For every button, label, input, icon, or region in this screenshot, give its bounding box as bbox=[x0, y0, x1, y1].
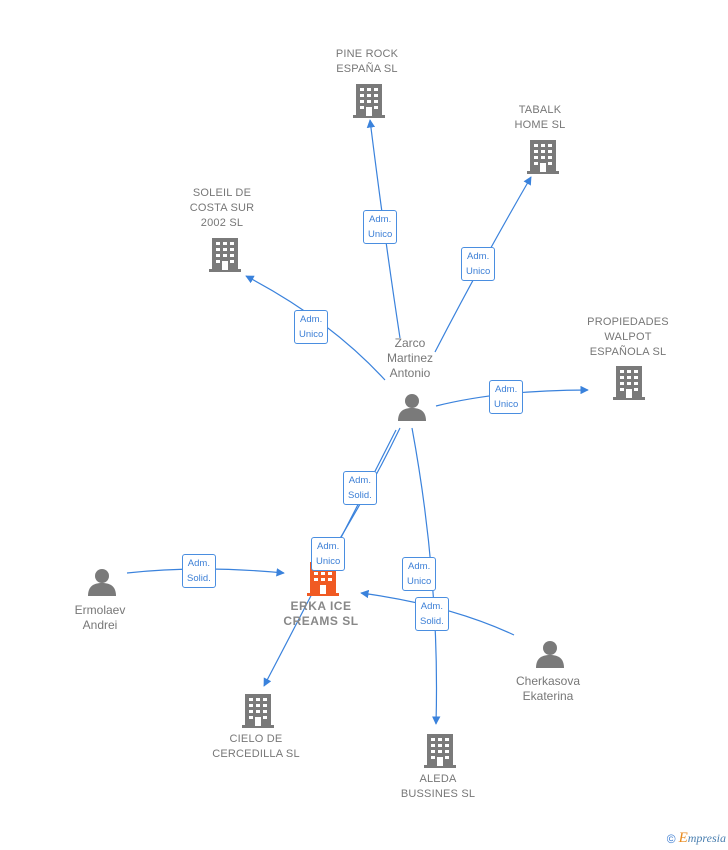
footer-brand[interactable]: © Empresia bbox=[667, 830, 726, 847]
person-icon[interactable] bbox=[88, 569, 116, 596]
copyright-icon: © bbox=[666, 831, 676, 846]
building-icon[interactable] bbox=[613, 366, 645, 400]
edge-label-zarco-aleda: Adm. Unico bbox=[402, 557, 437, 591]
edge-label-zarco-propiedades: Adm. Unico bbox=[489, 380, 524, 414]
company-label-propiedades[interactable]: PROPIEDADES WALPOT ESPAÑOLA SL bbox=[587, 316, 669, 358]
person-label-ermolaev[interactable]: Ermolaev Andrei bbox=[74, 603, 126, 632]
edge-label-zarco-soleil: Adm. Unico bbox=[294, 310, 329, 344]
person-icon[interactable] bbox=[398, 394, 426, 421]
building-icon[interactable] bbox=[424, 734, 456, 768]
building-icon[interactable] bbox=[353, 84, 385, 118]
company-label-pine-rock[interactable]: PINE ROCK ESPAÑA SL bbox=[335, 48, 399, 75]
edge-label-ermolaev-erka: Adm. Solid. bbox=[182, 554, 216, 588]
edge-label-cherkasova-erka: Adm. Solid. bbox=[415, 597, 449, 631]
company-label-aleda[interactable]: ALEDA BUSSINES SL bbox=[400, 773, 476, 800]
person-label-cherkasova[interactable]: Cherkasova Ekaterina bbox=[515, 674, 581, 703]
building-icon[interactable] bbox=[209, 238, 241, 272]
person-label-zarco[interactable]: Zarco Martinez Antonio bbox=[386, 336, 433, 380]
company-label-cielo[interactable]: CIELO DE CERCEDILLA SL bbox=[212, 733, 300, 760]
company-label-soleil[interactable]: SOLEIL DE COSTA SUR 2002 SL bbox=[189, 187, 255, 229]
edge-label-zarco-erka-solid: Adm. Solid. bbox=[343, 471, 377, 505]
edge-label-zarco-cielo: Adm. Unico bbox=[311, 537, 346, 571]
empresia-logo: Empresia bbox=[678, 830, 726, 846]
edge-label-zarco-pine: Adm. Unico bbox=[363, 210, 398, 244]
edge-label-zarco-tabalk: Adm. Unico bbox=[461, 247, 496, 281]
person-icon[interactable] bbox=[536, 641, 564, 668]
building-icon[interactable] bbox=[527, 140, 559, 174]
company-label-tabalk[interactable]: TABALK HOME SL bbox=[514, 104, 566, 131]
focus-company-label[interactable]: ERKA ICE CREAMS SL bbox=[283, 599, 359, 628]
building-icon[interactable] bbox=[242, 694, 274, 728]
